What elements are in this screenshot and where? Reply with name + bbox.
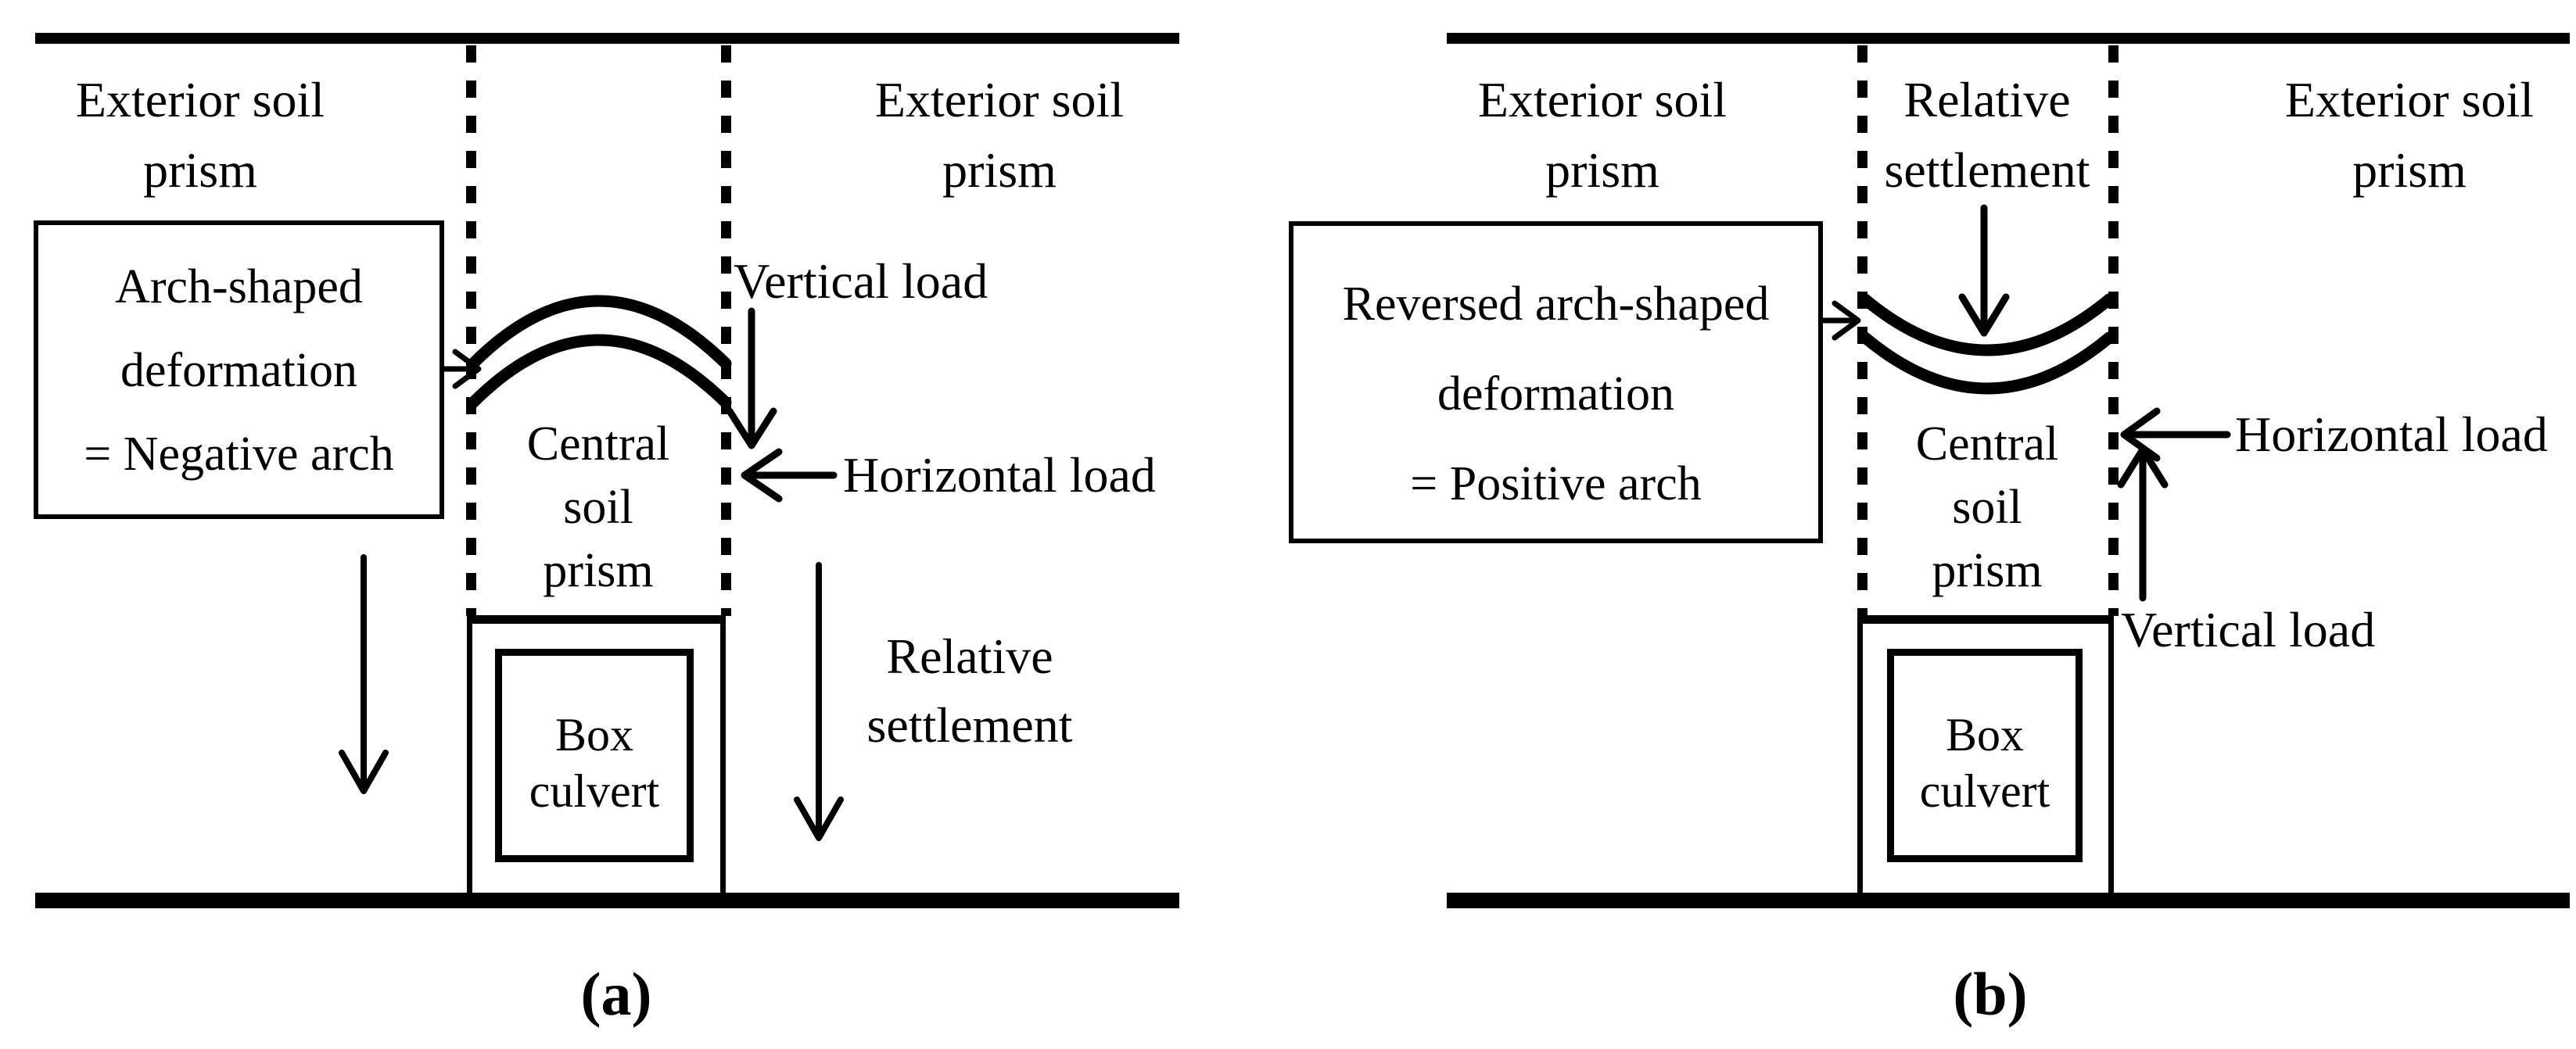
label-line: prism [543,544,654,597]
panel-a-arch-curve-upper [467,295,732,370]
label-line: = Negative arch [84,428,394,481]
panel-a-culvert-inner-box [495,649,694,862]
label-line: Exterior soil [874,72,1125,127]
panel-b-ground-line [1447,893,2570,908]
panel-b-exterior-soil-prism-right-label: Exterior soil prism [2206,65,2576,206]
panel-b-exterior-soil-prism-left-label: Exterior soil prism [1399,65,1806,206]
panel-a-settlement-arrow-left [339,554,389,794]
panel-b-arch-curve-lower [1859,331,2115,395]
panel-a-deformation-label-box: Arch-shaped deformation = Negative arch [34,220,444,519]
label-line: settlement [866,697,1073,753]
panel-a-vertical-load-label: Vertical load [734,253,988,309]
label-line: prism [143,142,257,198]
panel-b-relative-settlement-label: Relative settlement [1866,65,2108,206]
panel-a-vertical-load-arrow [726,307,777,449]
label-line: Box [1945,709,2025,761]
panel-a-central-soil-prism-label: Central soil prism [481,413,716,603]
panel-a-box-culvert-label: Box culvert [495,707,694,819]
panel-b-central-soil-prism-label: Central soil prism [1870,413,2104,603]
panel-a-horizontal-load-label: Horizontal load [843,447,1156,503]
panel-a-left-prism-boundary-dashed-line [466,45,476,616]
panel-b-right-prism-boundary-dashed-line [2108,45,2119,616]
label-line: Exterior soil [1477,72,1727,127]
panel-a-exterior-soil-prism-right-label: Exterior soil prism [796,65,1203,206]
label-line: soil [1952,481,2022,534]
panel-b-horizontal-load-arrow [2120,407,2231,462]
label-line: Exterior soil [75,72,325,127]
panel-b-caption: (b) [1953,960,2028,1028]
panel-b-deformation-pointer-arrow [1820,300,1861,341]
label-line: Arch-shaped [115,260,363,313]
label-line: Central [526,417,670,471]
label-line: Relative [886,628,1053,684]
label-line: soil [563,481,633,534]
panel-a-arch-curve-lower [467,334,732,409]
label-line: Central [1915,417,2059,471]
label-line: = Positive arch [1410,457,1702,510]
label-line: prism [942,142,1057,198]
label-line: settlement [1884,142,2090,198]
panel-a-ground-line [35,893,1179,908]
label-line: Box [554,709,634,761]
label-line: prism [1545,142,1659,198]
panel-b-vertical-load-arrow [2117,446,2169,602]
panel-a-caption: (a) [580,960,652,1028]
panel-b-deformation-label-box: Reversed arch-shaped deformation = Posit… [1289,221,1823,543]
label-line: culvert [1919,765,2050,817]
label-line: Exterior soil [2284,72,2535,127]
label-line: prism [2352,142,2467,198]
panel-a-exterior-soil-prism-left-label: Exterior soil prism [0,65,404,206]
panel-b-box-culvert-label: Box culvert [1887,707,2083,819]
panel-b-arch-curve-upper [1859,293,2115,356]
panel-a-relative-settlement-label: Relative settlement [774,622,1165,760]
panel-b-culvert-inner-box [1887,649,2083,862]
panel-a-right-prism-boundary-dashed-line [721,45,731,616]
label-line: Relative [1903,72,2071,127]
label-line: Reversed arch-shaped [1342,277,1770,331]
panel-a-horizontal-load-arrow [741,448,838,503]
panel-b-top-surface-line [1447,33,2570,44]
label-line: deformation [1437,367,1674,421]
panel-a-top-surface-line [35,33,1179,44]
label-line: culvert [529,765,660,817]
panel-b-relative-settlement-arrow [1958,204,2010,337]
panel-b-horizontal-load-label: Horizontal load [2235,406,2548,462]
panel-b-vertical-load-label: Vertical load [2121,602,2376,657]
label-line: prism [1932,544,2043,597]
label-line: deformation [120,344,357,397]
